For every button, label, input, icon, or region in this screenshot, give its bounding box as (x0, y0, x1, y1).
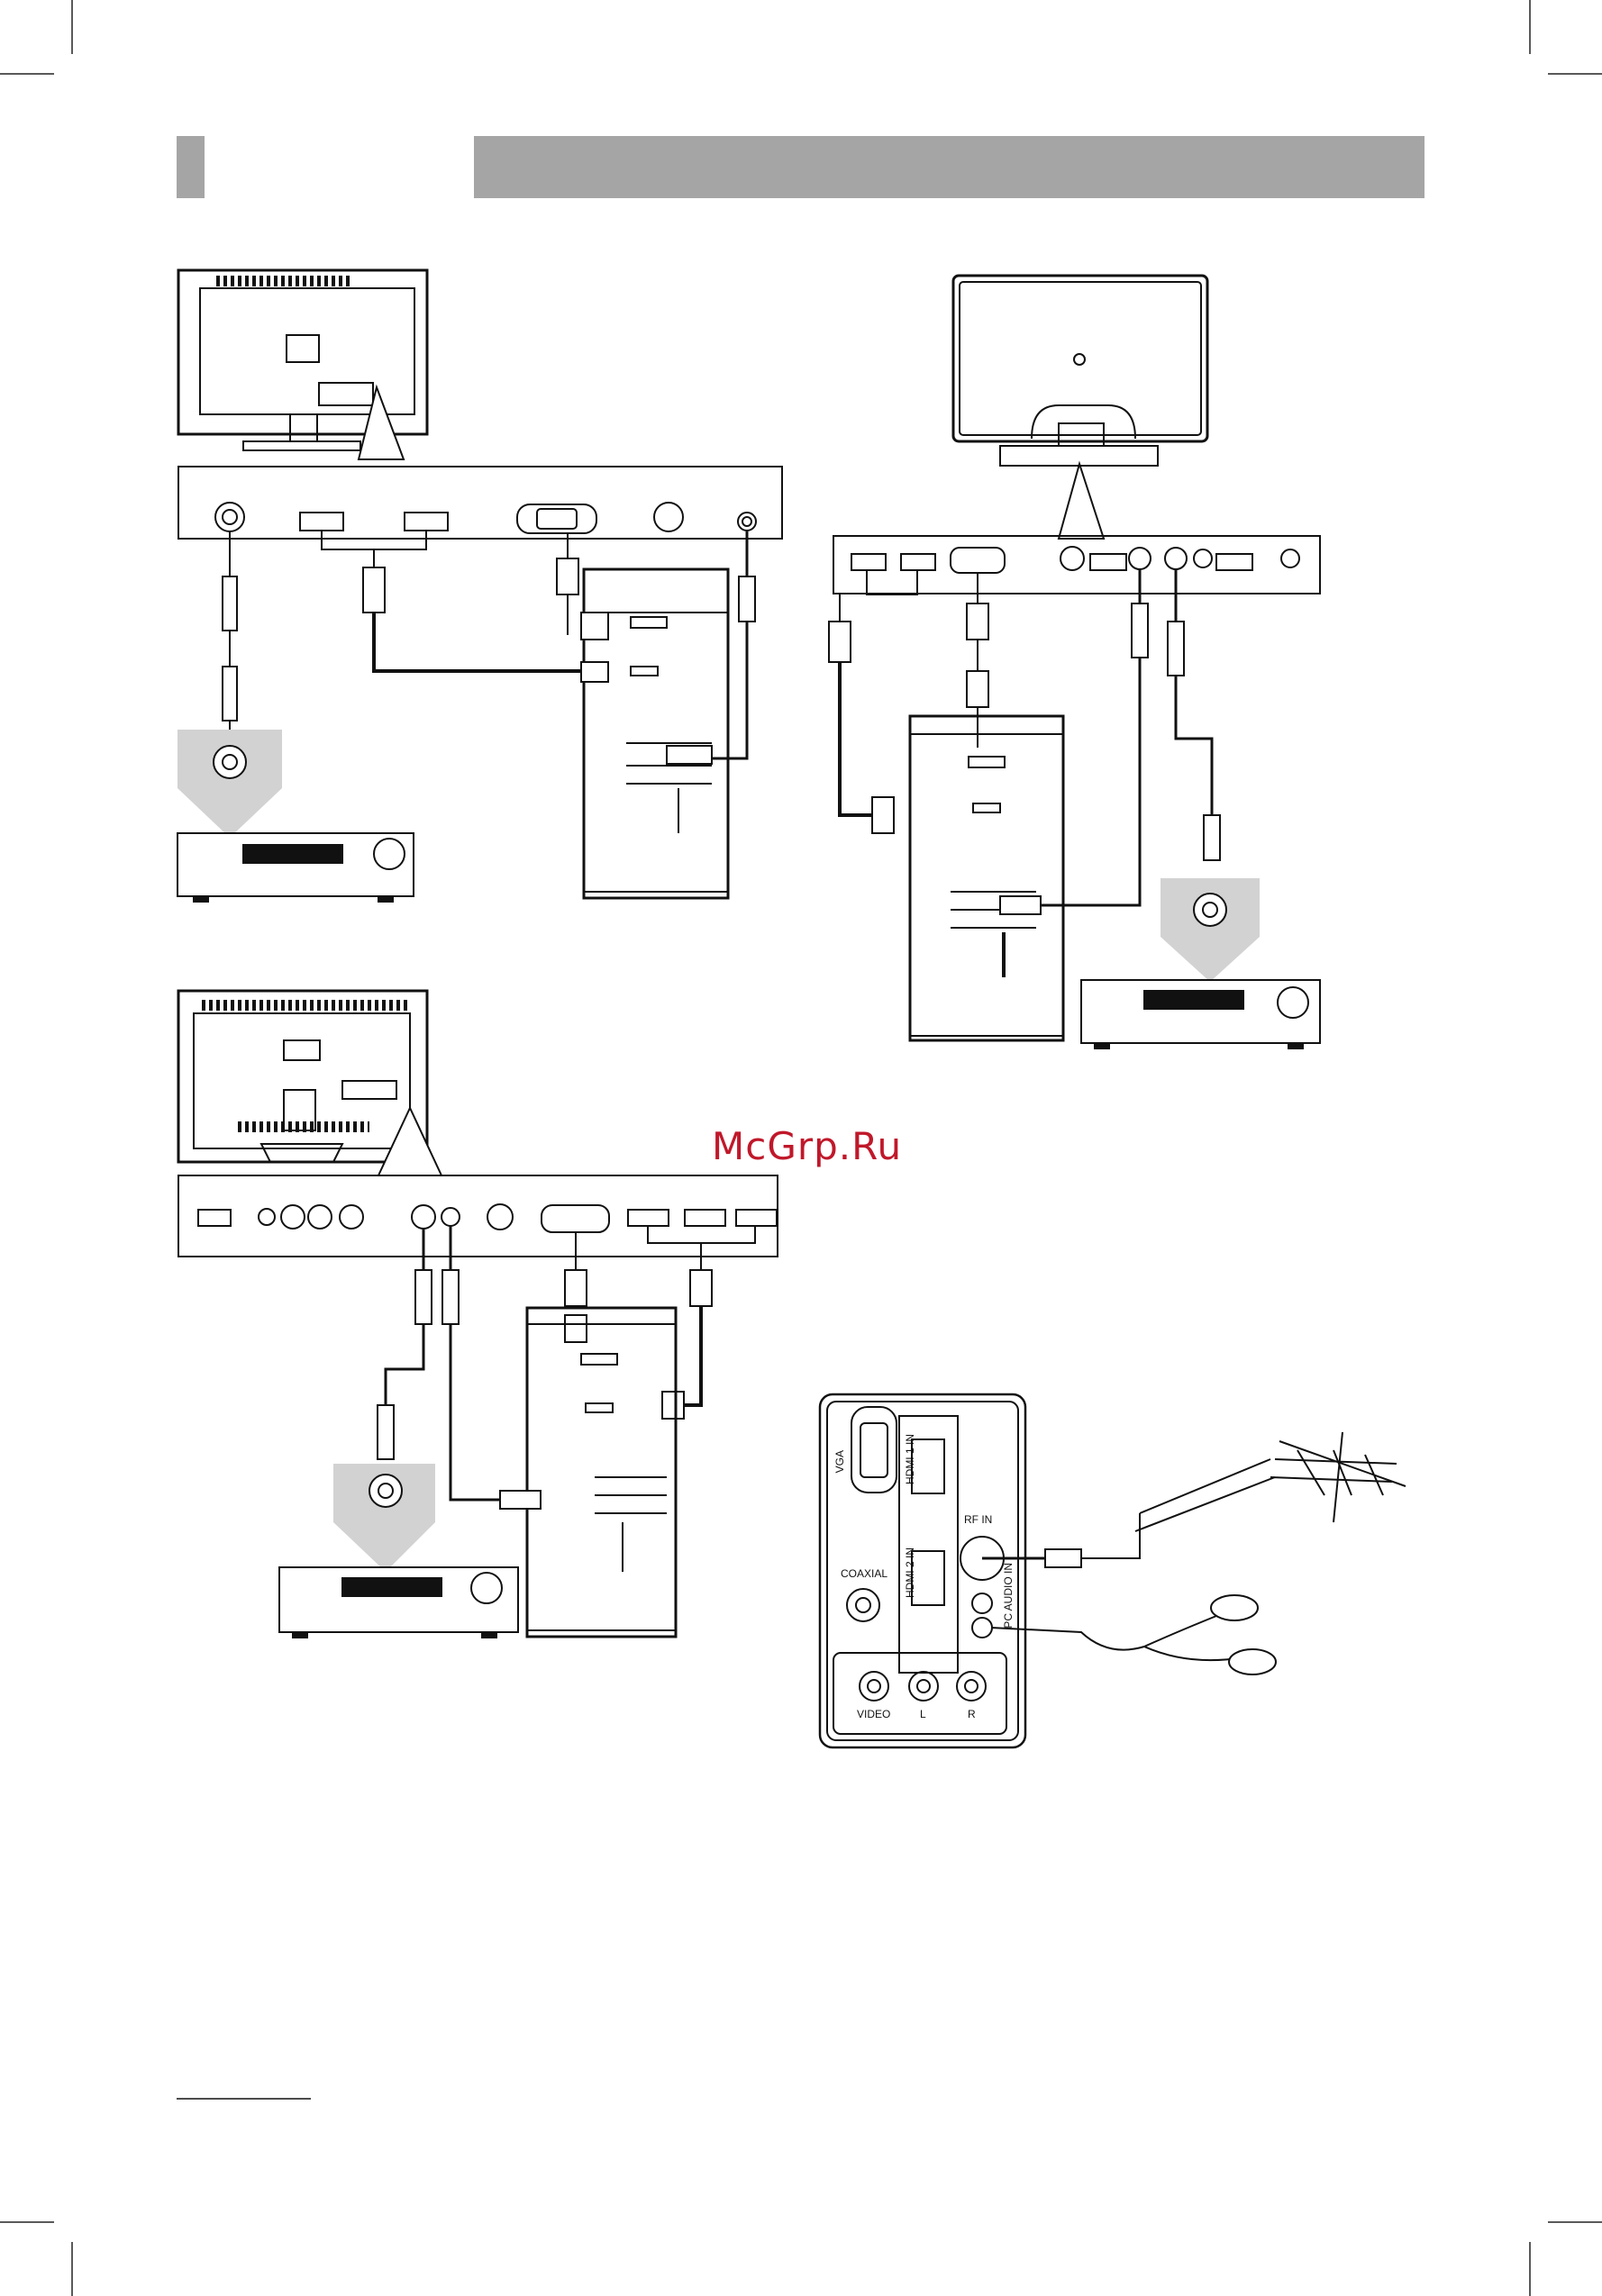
rf-in-label: RF IN (964, 1513, 992, 1526)
callout-arrow (359, 387, 404, 459)
av-receiver-3 (279, 1567, 518, 1632)
hdmi2-port (912, 1551, 944, 1605)
vga-label: VGA (833, 1450, 846, 1473)
tv-back-3 (178, 991, 441, 1175)
hdmi-port (405, 513, 448, 531)
watermark: McGrp.Ru (712, 1124, 902, 1168)
pc-audio-port (972, 1593, 992, 1613)
coax-port (215, 503, 244, 531)
audio-port (738, 513, 756, 531)
pc-audio-in-label: PC AUDIO IN (1002, 1563, 1015, 1629)
audio-l-port (909, 1672, 938, 1701)
io-panel-3 (178, 1175, 778, 1257)
hdmi1-port (912, 1439, 944, 1493)
tv-back-1 (178, 270, 427, 459)
hdmi1-label: HDMI 1 IN (904, 1434, 916, 1484)
audio-l-label: L (920, 1708, 926, 1720)
vga-port (851, 1407, 897, 1493)
coaxial-port (847, 1589, 879, 1621)
header-tab (177, 136, 205, 198)
hdmi-port (300, 513, 343, 531)
diagram-3 (178, 991, 778, 1638)
earphone-port (972, 1618, 992, 1638)
video-port (860, 1672, 888, 1701)
audio-r-label: R (968, 1708, 976, 1720)
diagram-1 (177, 270, 782, 902)
io-panel-2 (833, 536, 1320, 594)
callout-arrow (1059, 464, 1104, 539)
coaxial-label: COAXIAL (841, 1567, 887, 1580)
computer-tower-3 (527, 1308, 676, 1637)
computer-tower-2 (910, 716, 1063, 1040)
audio-r-port (957, 1672, 986, 1701)
rf-port (654, 503, 683, 531)
diagram-2 (829, 276, 1320, 1048)
hdmi2-label: HDMI 2 IN (904, 1547, 916, 1598)
earphones-icon (991, 1595, 1276, 1674)
video-label: VIDEO (857, 1708, 890, 1720)
callout-arrow (378, 1108, 441, 1175)
header-bar (474, 136, 1425, 198)
io-panel-1 (178, 467, 782, 539)
tv-back-2 (953, 276, 1207, 539)
antenna-icon (982, 1432, 1406, 1567)
